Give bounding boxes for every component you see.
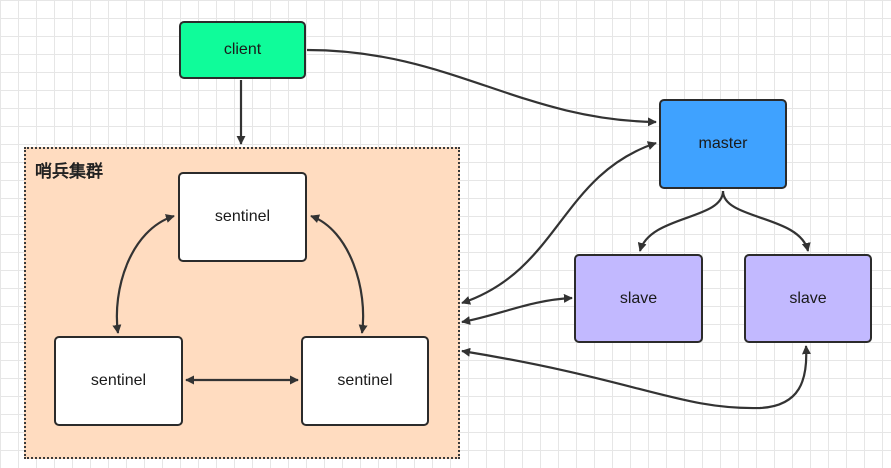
master-label: master — [698, 135, 748, 152]
edge-client-to-master — [306, 48, 657, 127]
sentinel-node-right[interactable]: sentinel — [301, 336, 429, 426]
sentinel-left-label: sentinel — [90, 372, 147, 389]
cluster-title: 哨兵集群 — [35, 162, 103, 182]
sentinel-node-left[interactable]: sentinel — [54, 336, 183, 426]
sentinel-top-label: sentinel — [214, 208, 271, 225]
client-node[interactable]: client — [179, 21, 306, 79]
master-node[interactable]: master — [659, 99, 787, 189]
slave-2-label: slave — [789, 289, 827, 307]
slave-node-1[interactable]: slave — [574, 254, 703, 343]
edge-cluster-slave-1 — [461, 293, 573, 325]
sentinel-node-top[interactable]: sentinel — [178, 172, 307, 262]
edge-master-to-slave-2 — [721, 190, 811, 252]
slave-1-label: slave — [619, 289, 658, 307]
slave-node-2[interactable]: slave — [744, 254, 872, 343]
client-label: client — [223, 41, 262, 58]
sentinel-right-label: sentinel — [337, 372, 393, 389]
edge-cluster-slave-2 — [461, 345, 811, 410]
edge-master-to-slave-1 — [637, 190, 725, 252]
